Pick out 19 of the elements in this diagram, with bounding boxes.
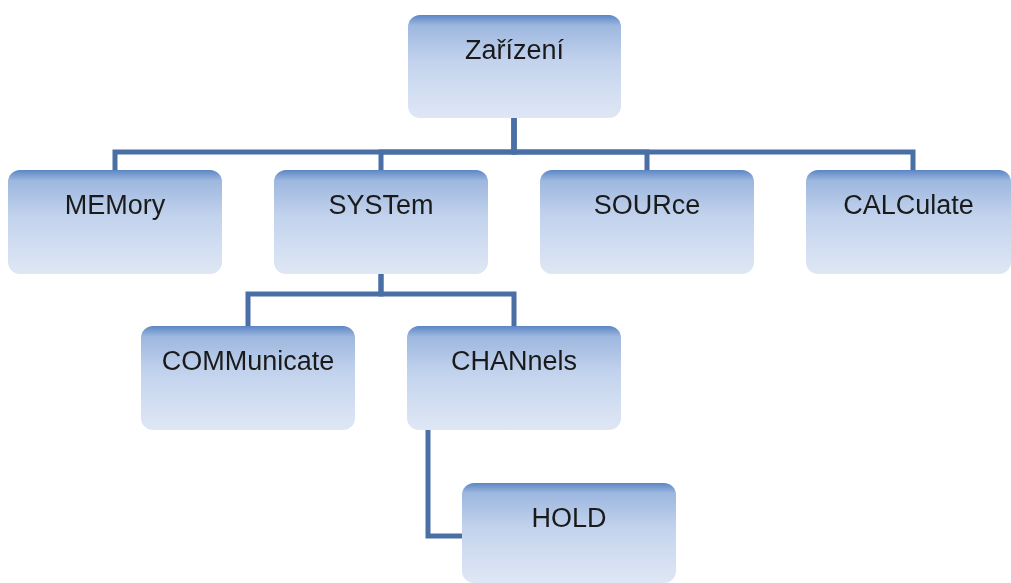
node-label: SYSTem bbox=[328, 190, 434, 220]
process-box bbox=[462, 483, 676, 583]
node-label: SOURce bbox=[593, 190, 701, 220]
process-box bbox=[8, 170, 222, 274]
process-box bbox=[540, 170, 754, 274]
node-label: Zařízení bbox=[464, 35, 564, 65]
connector-line bbox=[378, 274, 517, 326]
node-label: CHANnels bbox=[450, 346, 577, 376]
process-box bbox=[141, 326, 355, 430]
process-box bbox=[806, 170, 1011, 274]
process-box bbox=[407, 326, 621, 430]
connector-line bbox=[425, 430, 462, 539]
connector-line bbox=[511, 118, 916, 170]
node-label: COMMunicate bbox=[161, 346, 335, 376]
process-box bbox=[274, 170, 488, 274]
node-label: HOLD bbox=[531, 503, 607, 533]
node-label: CALCulate bbox=[843, 190, 974, 220]
node-label: MEMory bbox=[64, 190, 166, 220]
process-box bbox=[408, 15, 621, 118]
